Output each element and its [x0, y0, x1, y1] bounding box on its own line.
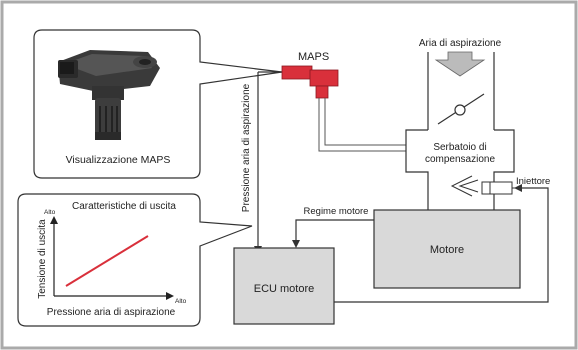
- engine-label: Motore: [430, 244, 464, 256]
- air-flow-arrow: [434, 51, 486, 77]
- x-axis-arrow: [166, 292, 174, 300]
- pressure-vertical-label: Pressione aria di aspirazione: [241, 83, 252, 212]
- injector-control-line: [334, 187, 549, 303]
- maps-photo-callout: Visualizzazione MAPS: [33, 29, 283, 179]
- y-axis-high-label: Alto: [44, 209, 56, 216]
- maps-sensor-photo: [58, 50, 160, 140]
- ecu-block: [233, 247, 335, 325]
- surge-tank-label-1: Serbatoio di: [433, 142, 486, 153]
- y-axis-arrow: [50, 216, 58, 224]
- vacuum-hose-outer: [318, 98, 406, 152]
- output-characteristic-line: [65, 235, 149, 287]
- fuel-spray: [450, 175, 479, 197]
- output-characteristic-callout: Caratteristiche di uscita Alto Alto Tens…: [17, 193, 253, 327]
- injector-label: Iniettore: [516, 176, 550, 187]
- vacuum-hose-inner: [324, 98, 406, 146]
- engine-speed-label: Regime motore: [304, 206, 369, 217]
- air-intake-label: Aria di aspirazione: [419, 38, 502, 49]
- maps-sensor: [281, 65, 339, 99]
- surge-tank-label-2: compensazione: [425, 154, 495, 165]
- maps-photo-caption: Visualizzazione MAPS: [66, 154, 171, 166]
- x-axis-label: Pressione aria di aspirazione: [47, 307, 176, 318]
- x-axis-high-label: Alto: [175, 298, 187, 305]
- ecu-label: ECU motore: [254, 283, 315, 295]
- injector-control-arrow: [514, 184, 522, 192]
- maps-label: MAPS: [298, 51, 329, 63]
- throttle-pivot: [454, 104, 466, 116]
- y-axis-label: Tensione di uscita: [37, 219, 48, 299]
- surge-tank-left: [405, 129, 429, 210]
- output-chart-title: Caratteristiche di uscita: [72, 201, 176, 212]
- engine-speed-signal-arrow: [292, 240, 300, 248]
- engine-speed-signal-line: [295, 219, 374, 242]
- engine-block: [373, 209, 521, 289]
